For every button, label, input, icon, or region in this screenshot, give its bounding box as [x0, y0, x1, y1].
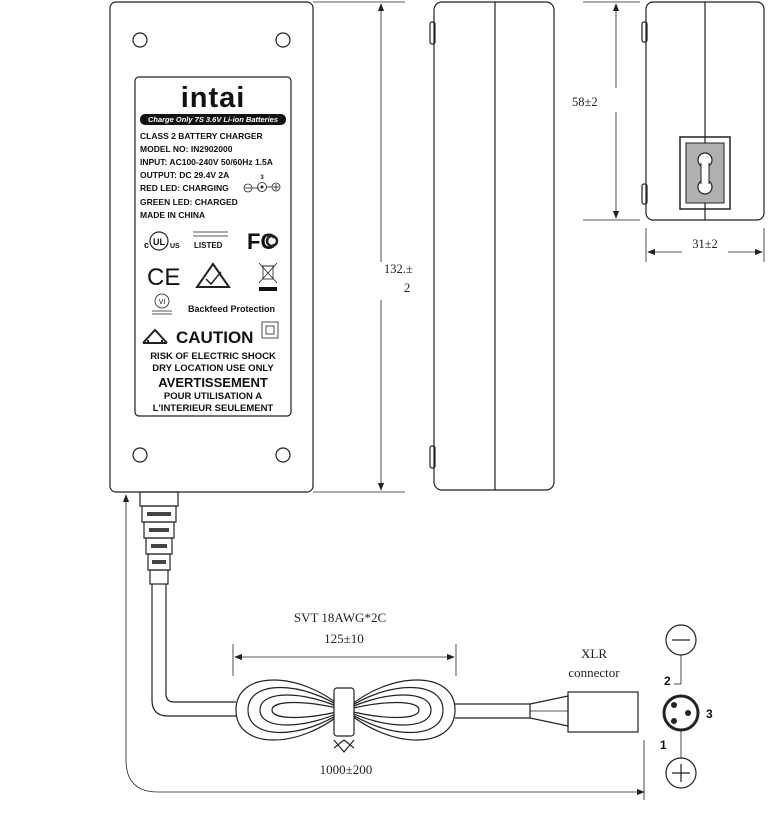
- double-insulation-icon: [261, 321, 279, 339]
- label-line: CLASS 2 BATTERY CHARGER: [140, 131, 263, 141]
- efficiency-vi-icon: VI: [152, 293, 172, 315]
- svg-text:LISTED: LISTED: [194, 241, 223, 250]
- screw-hole: [132, 32, 148, 48]
- coil-dimension: SVT 18AWG*2C 125±10: [232, 610, 457, 676]
- cable-assembly: [139, 491, 639, 753]
- weee-bin-icon: [258, 262, 278, 291]
- connector-title: XLR: [581, 646, 607, 661]
- end-clip: [641, 21, 648, 43]
- side-view: [429, 1, 555, 491]
- label-line: OUTPUT: DC 29.4V 2A: [140, 170, 229, 180]
- height-label: 58±2: [572, 95, 598, 109]
- label-line: RED LED: CHARGING: [140, 183, 229, 193]
- fcc-icon: FC: [247, 229, 279, 254]
- ul-listed-icon: UL c US LISTED: [144, 231, 228, 251]
- screw-hole: [132, 447, 148, 463]
- svg-text:c: c: [144, 240, 149, 250]
- charger-body-front: [109, 1, 314, 493]
- warning-line: DRY LOCATION USE ONLY: [152, 363, 274, 374]
- charger-body-side: [433, 1, 555, 491]
- fcc-text: FC: [247, 229, 276, 254]
- length-label-tolerance: 2: [404, 281, 410, 295]
- svg-text:UL: UL: [153, 237, 165, 247]
- xlr-socket-face: [662, 694, 700, 732]
- backfeed-text: Backfeed Protection: [188, 304, 275, 314]
- end-clip: [641, 183, 648, 205]
- rating-label: [134, 76, 292, 417]
- french-warning-line: L'INTERIEUR SEULEMENT: [153, 403, 274, 414]
- indoor-use-icon: [142, 328, 168, 344]
- ac-inlet-socket-icon: [679, 136, 731, 210]
- length-dimension: 132.± 2: [313, 1, 413, 493]
- avertissement-heading: AVERTISSEMENT: [158, 375, 268, 390]
- positive-terminal-icon: [665, 757, 697, 789]
- label-line: INPUT: AC100-240V 50/60Hz 1.5A: [140, 157, 273, 167]
- strain-relief: [139, 491, 179, 585]
- polarity-number: 3: [260, 175, 264, 181]
- label-line: MODEL NO: IN2902000: [140, 144, 233, 154]
- warning-line: RISK OF ELECTRIC SHOCK: [150, 351, 276, 362]
- pin-1-label: 1: [660, 738, 667, 752]
- side-clip: [429, 445, 436, 469]
- rcm-icon: [195, 262, 231, 288]
- caution-heading: CAUTION: [176, 328, 253, 347]
- brand-logo: intai: [181, 82, 246, 114]
- polarity-icon: 3: [243, 175, 281, 193]
- screw-hole: [275, 32, 291, 48]
- front-view: intai Charge Only 7S 3.6V Li-ion Batteri…: [109, 1, 314, 493]
- side-clip: [429, 21, 436, 45]
- xlr-pinout: 2 3 1: [660, 624, 713, 789]
- coil-length-label: 125±10: [324, 631, 364, 646]
- vi-text: VI: [159, 299, 166, 306]
- cable-coil: [235, 679, 456, 753]
- cable-length-dimension: 1000±200: [122, 494, 645, 800]
- cable-tie: [333, 687, 355, 737]
- length-label: 132.±: [384, 262, 413, 276]
- label-line: MADE IN CHINA: [140, 210, 205, 220]
- connector-title-2: connector: [568, 665, 620, 680]
- cable-length-label: 1000±200: [320, 762, 373, 777]
- xlr-plug: [529, 691, 639, 733]
- screw-hole: [275, 447, 291, 463]
- ce-mark-icon: CE: [147, 264, 180, 291]
- subtitle-bar: [140, 114, 286, 125]
- cable-spec-label: SVT 18AWG*2C: [294, 610, 386, 625]
- pin-2-label: 2: [664, 674, 671, 688]
- width-label: 31±2: [692, 237, 718, 251]
- pin-3-label: 3: [706, 707, 713, 721]
- label-line: GREEN LED: CHARGED: [140, 197, 238, 207]
- subtitle-text: Charge Only 7S 3.6V Li-ion Batteries: [148, 115, 278, 124]
- svg-text:US: US: [170, 243, 180, 250]
- end-view: 58±2 31±2: [572, 1, 765, 262]
- french-warning-line: POUR UTILISATION A: [164, 391, 262, 402]
